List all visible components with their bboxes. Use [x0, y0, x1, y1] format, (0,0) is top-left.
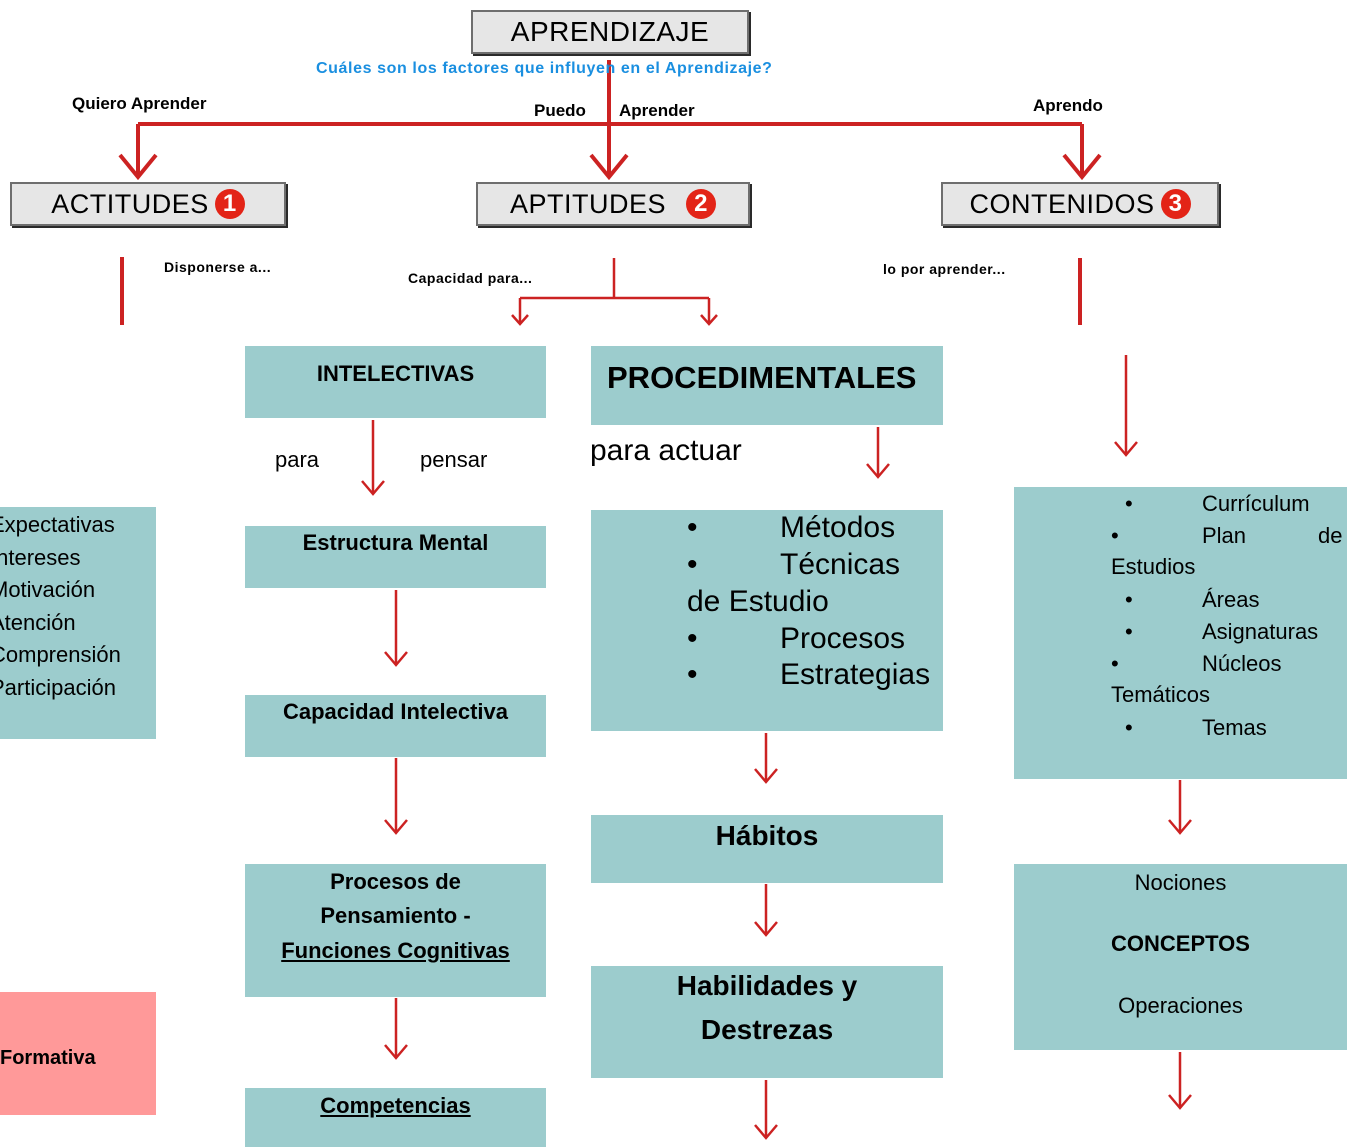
nociones-text: Nociones — [1134, 870, 1227, 895]
habitos-box: Hábitos — [591, 815, 943, 883]
cont-item-temas: Temas — [1202, 715, 1267, 740]
intelectivas-box: INTELECTIVAS — [245, 346, 546, 418]
capacidad-intelectiva-box: Capacidad Intelectiva — [245, 695, 546, 757]
cont-bullet-4: • — [1125, 619, 1133, 644]
bullet-icon: • — [687, 658, 698, 691]
cont-item-estudios: Estudios — [1111, 554, 1196, 579]
habilidades-box: Habilidades y Destrezas — [591, 966, 943, 1078]
cont-item-tematicos: Temáticos — [1111, 682, 1211, 707]
cont-item-asignaturas: Asignaturas — [1202, 619, 1319, 644]
habilidades-line-1: Habilidades y — [676, 970, 858, 1001]
actitudes-sub: Disponerse a... — [164, 259, 272, 275]
arrow-split-right — [700, 314, 718, 326]
estructura-mental-box: Estructura Mental — [245, 526, 546, 588]
procedimentales-title: PROCEDIMENTALES — [607, 360, 917, 395]
bullet-icon: • — [687, 548, 698, 581]
arrow-contenidos — [1062, 153, 1102, 181]
actitud-item-2: Intereses — [0, 545, 81, 570]
habitos-text: Hábitos — [715, 820, 819, 851]
para-actuar-text: para actuar — [590, 434, 742, 467]
category-actitudes: ACTITUDES 1 — [10, 182, 286, 226]
cont-bullet-5: • — [1111, 651, 1119, 676]
para-text: para — [275, 447, 320, 472]
procedimentales-box: PROCEDIMENTALES — [591, 346, 943, 425]
proc-item-tecnicas: •Técnicas — [687, 548, 901, 581]
procesos-box: Procesos de Pensamiento - Funciones Cogn… — [245, 864, 546, 997]
aptitudes-label: APTITUDES — [509, 188, 667, 219]
intelectivas-title: INTELECTIVAS — [316, 361, 475, 386]
cont-bullet-1: • — [1125, 491, 1133, 516]
branch-puedo-label: Puedo — [534, 101, 586, 120]
actitud-item-5: Comprensión — [0, 642, 121, 667]
branch-aprendo-label: Aprendo — [1033, 96, 1103, 115]
proc-item-de-estudio: de Estudio — [687, 585, 829, 618]
actitud-item-1: Expectativas — [0, 512, 115, 537]
arrow-aptitudes — [589, 153, 629, 181]
procedimentales-list-box: •Métodos •Técnicas de Estudio •Procesos … — [591, 510, 943, 731]
competencias-box: Competencias — [245, 1088, 546, 1147]
branch-aprender-label: Aprender — [619, 101, 695, 120]
formativa-text: Formativa — [0, 1047, 96, 1069]
actitud-item-6: Participación — [0, 675, 116, 700]
operaciones-text: Operaciones — [1118, 993, 1243, 1018]
cont-item-de: de — [1318, 523, 1343, 548]
cont-bullet-6: • — [1125, 715, 1133, 740]
actitud-item-3: Motivación — [0, 577, 96, 602]
contenidos-sub: lo por aprender... — [883, 261, 1006, 277]
conceptos-box: Nociones CONCEPTOS Operaciones — [1014, 864, 1347, 1050]
estructura-mental-text: Estructura Mental — [302, 530, 489, 555]
contenidos-list-box: • Currículum • Plan de Estudios • Áreas … — [1014, 487, 1347, 779]
habilidades-line-2: Destrezas — [700, 1014, 834, 1045]
title-text: APRENDIZAJE — [510, 16, 710, 47]
cont-item-plan: Plan — [1202, 523, 1247, 548]
procesos-line-1: Procesos de — [330, 869, 461, 894]
actitudes-label: ACTITUDES — [51, 188, 209, 219]
proc-item-estrategias: •Estrategias — [687, 658, 931, 691]
proc-item-procesos: •Procesos — [687, 622, 906, 655]
category-aptitudes: APTITUDES 2 — [476, 182, 750, 226]
competencias-text: Competencias — [320, 1093, 471, 1118]
actitud-item-4: Atención — [0, 610, 76, 635]
procesos-line-2: Pensamiento - — [320, 903, 471, 928]
cont-bullet-3: • — [1125, 587, 1133, 612]
category-contenidos: CONTENIDOS 3 — [941, 182, 1219, 226]
actitudes-list-box: Expectativas Intereses Motivación Atenci… — [0, 507, 156, 739]
formativa-box: Formativa — [0, 992, 156, 1115]
number-three-badge: 3 — [1160, 189, 1191, 219]
branch-quiero-label: Quiero Aprender — [72, 94, 207, 113]
arrow-split-left — [511, 314, 529, 326]
arrow-actitudes — [118, 153, 158, 181]
number-one-badge: 1 — [214, 189, 245, 219]
contenidos-label: CONTENIDOS — [969, 188, 1155, 219]
procesos-line-3: Funciones Cognitivas — [281, 938, 510, 963]
conceptos-text: CONCEPTOS — [1111, 931, 1250, 956]
title-box: APRENDIZAJE — [471, 10, 749, 54]
bullet-icon: • — [687, 511, 698, 544]
cont-item-nucleos: Núcleos — [1202, 651, 1282, 676]
proc-item-metodos: •Métodos — [687, 511, 896, 544]
capacidad-intelectiva-text: Capacidad Intelectiva — [283, 699, 508, 724]
cont-item-areas: Áreas — [1202, 587, 1260, 612]
aptitudes-sub: Capacidad para... — [408, 270, 533, 286]
pensar-text: pensar — [420, 447, 488, 472]
bullet-icon: • — [687, 622, 698, 655]
number-two-badge: 2 — [686, 189, 717, 219]
cont-bullet-2: • — [1111, 523, 1119, 548]
cont-item-curriculum: Currículum — [1202, 491, 1310, 516]
question-text: Cuáles son los factores que influyen en … — [316, 60, 773, 77]
